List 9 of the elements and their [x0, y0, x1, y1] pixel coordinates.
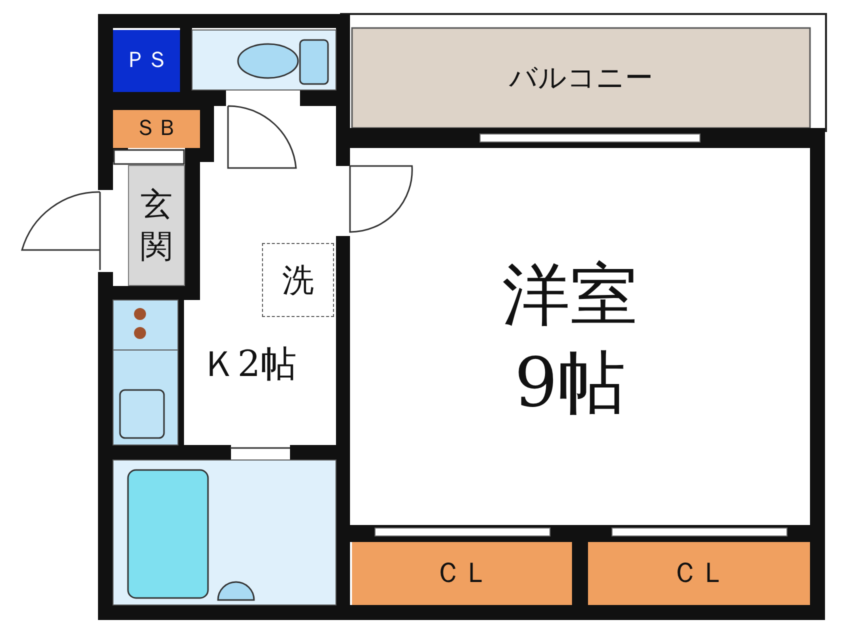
- balcony-label: バルコニー: [352, 28, 810, 128]
- shoe-box: ＳＢ: [113, 110, 200, 148]
- room-label: 洋室9帖: [500, 245, 640, 435]
- room-label: Ｋ2帖: [184, 340, 314, 390]
- entrance-box: 玄関: [128, 165, 185, 286]
- closet-box: ＣＬ: [352, 542, 572, 605]
- washer-space-box: 洗: [262, 243, 334, 317]
- closet-box: ＣＬ: [588, 542, 810, 605]
- pipe-space-box: ＰＳ: [113, 30, 180, 92]
